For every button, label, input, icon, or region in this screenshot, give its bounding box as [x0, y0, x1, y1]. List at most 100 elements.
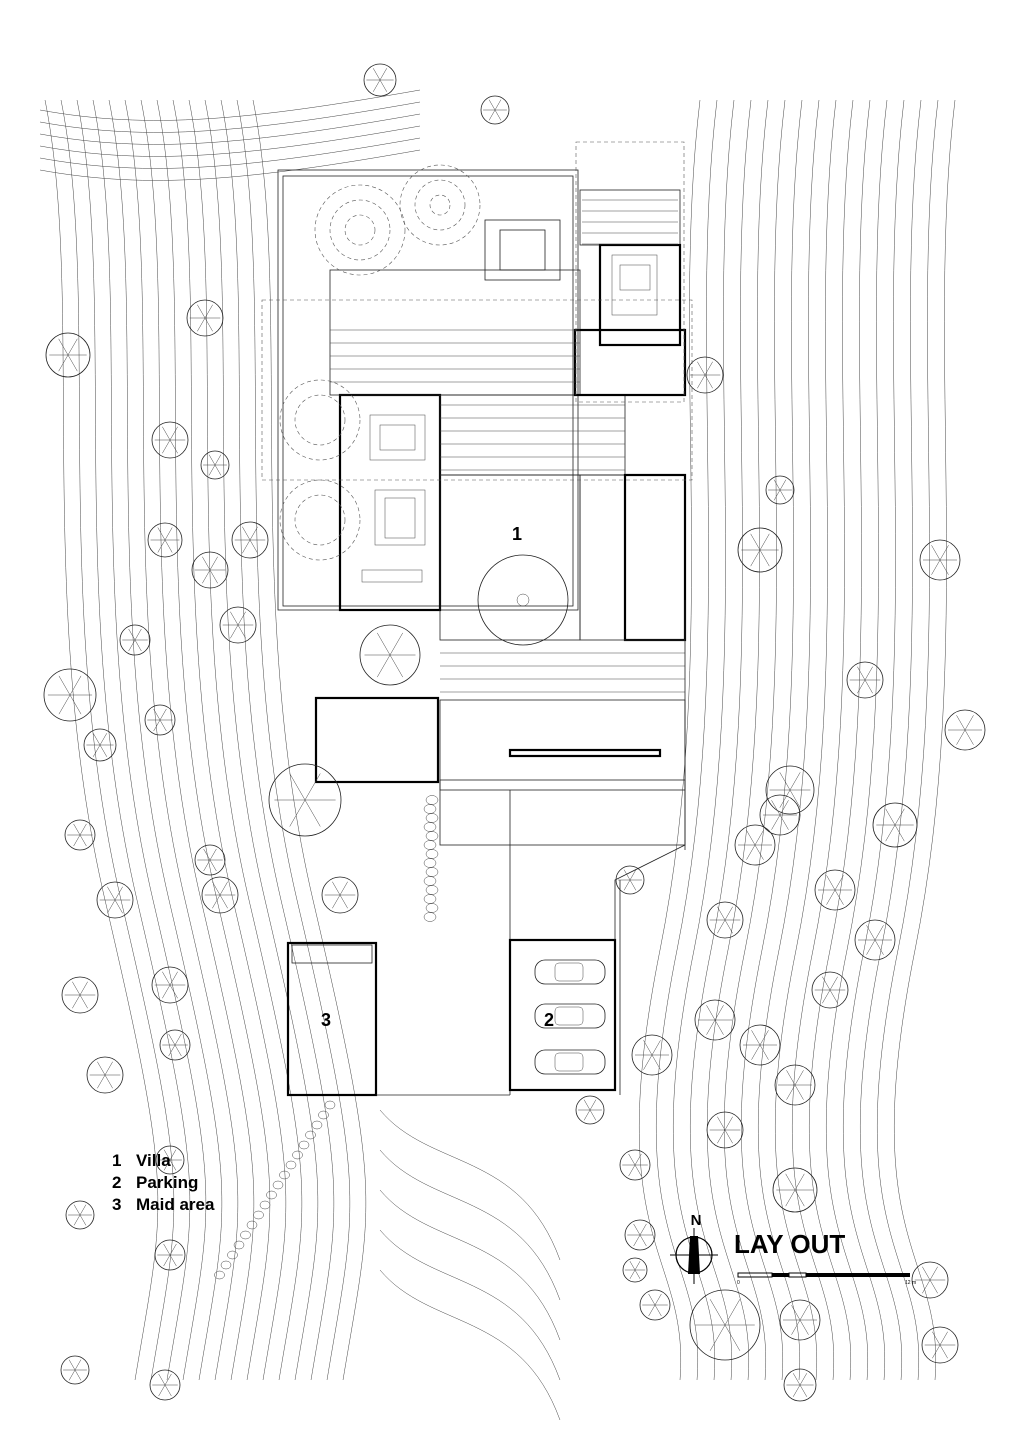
- scale-start-label: 0: [737, 1280, 740, 1286]
- tree-branch: [159, 708, 167, 721]
- tree-icon: [363, 63, 397, 97]
- tree-icon: [765, 475, 795, 505]
- tree-branch: [107, 899, 116, 914]
- tree-branch: [651, 1054, 661, 1070]
- legend: 1 Villa 2 Parking 3 Maid area: [112, 1151, 215, 1214]
- tree-branch: [866, 925, 876, 941]
- stepping-stone: [305, 1130, 316, 1140]
- tree-branch: [128, 639, 136, 652]
- tree-branch: [633, 1223, 641, 1236]
- contour-line: [774, 99, 837, 1381]
- tree-branch: [759, 1044, 769, 1060]
- tree-branch: [799, 1319, 809, 1335]
- tree-branch: [79, 1204, 87, 1216]
- tree-branch: [372, 79, 381, 92]
- stepping-stone: [240, 1230, 251, 1240]
- tree-branch: [153, 719, 161, 732]
- tree-branch: [759, 549, 770, 567]
- tree-branch: [633, 1234, 641, 1247]
- legend-num-3: 3: [112, 1195, 121, 1214]
- tree-branch: [209, 569, 218, 584]
- tree-branch: [932, 1331, 941, 1346]
- car-windshield: [554, 962, 584, 982]
- tree-icon: [154, 1239, 186, 1271]
- tree-branch: [799, 1384, 808, 1397]
- tree-branch: [169, 1243, 177, 1256]
- contour-line: [379, 1149, 561, 1301]
- legend-label-villa: Villa: [136, 1151, 171, 1170]
- scale-end-label: 12 m: [905, 1280, 916, 1286]
- tree-branch: [203, 848, 211, 861]
- tree-branch: [174, 1044, 182, 1057]
- car-windshield: [554, 1006, 584, 1026]
- tree-branch: [169, 1159, 177, 1171]
- tree-icon: [60, 1355, 90, 1385]
- tree-branch: [583, 1099, 591, 1111]
- stepping-stone: [423, 912, 437, 922]
- stepping-stone: [425, 867, 439, 877]
- tree-branch: [162, 984, 171, 999]
- tree-icon: [144, 704, 176, 736]
- tree-branch: [724, 906, 733, 921]
- tree-branch: [169, 439, 178, 454]
- tree-branch: [230, 611, 239, 626]
- tree-icon: [811, 971, 849, 1009]
- tree-icon: [61, 976, 99, 1014]
- tree-icon: [159, 1029, 191, 1061]
- tree-branch: [964, 729, 974, 745]
- tree-branch: [203, 859, 211, 872]
- tree-branch: [779, 489, 787, 501]
- tree-branch: [212, 881, 221, 896]
- tree-branch: [829, 989, 838, 1004]
- tree-branch: [169, 971, 178, 986]
- tree-icon: [872, 802, 918, 848]
- tree-branch: [789, 772, 801, 791]
- tree-branch: [379, 79, 388, 92]
- tree-branch: [114, 886, 123, 901]
- tree-branch: [97, 1061, 106, 1076]
- tree-branch: [389, 632, 403, 656]
- contour-line: [757, 99, 820, 1381]
- tree-icon: [615, 865, 645, 895]
- tree-branch: [750, 533, 761, 551]
- tree-branch: [163, 1149, 171, 1161]
- parked-cars: [534, 959, 606, 1075]
- tree-branch: [929, 1279, 938, 1294]
- tree-branch: [589, 1099, 597, 1111]
- tree-branch: [99, 733, 108, 746]
- tree-branch: [786, 1070, 796, 1086]
- tree-branch: [157, 527, 166, 541]
- car-icon: [534, 1049, 606, 1075]
- stepping-stones: [214, 795, 439, 1280]
- tree-branch: [794, 1189, 805, 1207]
- contour-line: [156, 99, 271, 1381]
- tree-branch: [589, 1109, 597, 1121]
- tree-icon: [779, 1299, 821, 1341]
- tree-branch: [214, 454, 222, 466]
- tree-branch: [69, 675, 82, 696]
- contour-line: [39, 137, 421, 169]
- tree-branch: [377, 632, 391, 656]
- tree-icon: [151, 421, 189, 459]
- tree-branch: [99, 744, 108, 757]
- contour-line: [124, 99, 239, 1381]
- tree-branch: [104, 1074, 113, 1089]
- tree-branch: [73, 1214, 81, 1226]
- stepping-stone: [423, 876, 437, 886]
- tree-branch: [709, 1324, 726, 1351]
- tree-branch: [956, 729, 966, 745]
- tree-branch: [242, 526, 251, 541]
- tree-branch: [746, 830, 756, 846]
- tree-branch: [634, 1261, 641, 1271]
- tree-icon: [45, 332, 91, 378]
- contour-line: [842, 99, 905, 1381]
- tree-branch: [164, 539, 173, 553]
- tree-icon: [846, 661, 884, 699]
- tree-branch: [58, 675, 71, 696]
- stepping-stone: [423, 894, 437, 904]
- tree-branch: [92, 733, 101, 746]
- legend-num-2: 2: [112, 1173, 121, 1192]
- tree-branch: [174, 1033, 182, 1046]
- tree-icon: [575, 1095, 605, 1125]
